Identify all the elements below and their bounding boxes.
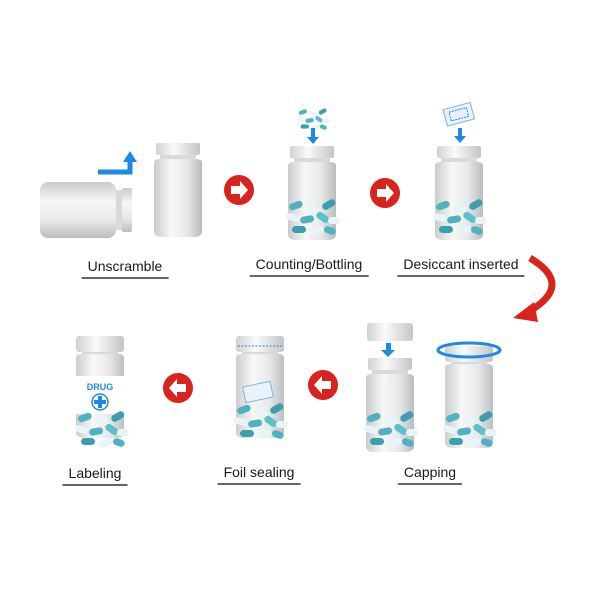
bottle-desiccant <box>435 146 483 240</box>
rotate-arrow-icon <box>436 341 502 359</box>
red-left-arrow-icon <box>308 370 338 400</box>
drug-label-text: DRUG <box>87 382 114 392</box>
curved-arrow-head <box>513 302 538 322</box>
bottle-counting <box>288 146 336 240</box>
upright-bottle <box>154 143 202 237</box>
lying-bottle <box>40 182 132 238</box>
step-label-desiccant: Desiccant inserted <box>397 256 525 277</box>
blue-down-arrow-icon <box>454 128 466 143</box>
step-label-counting: Counting/Bottling <box>249 256 369 277</box>
blue-down-arrow-icon <box>381 343 395 357</box>
desiccant-packet <box>442 101 476 127</box>
medical-cross-icon <box>91 393 109 411</box>
bottle-uncapped <box>366 358 414 452</box>
loose-cap <box>367 323 413 341</box>
red-right-arrow-icon <box>370 178 400 208</box>
red-right-arrow-icon <box>224 175 254 205</box>
cross-shape <box>94 396 106 408</box>
step-label-foil-sealing: Foil sealing <box>217 464 301 485</box>
step-label-unscramble: Unscramble <box>81 258 169 279</box>
step-label-labeling: Labeling <box>62 465 128 486</box>
curved-red-arrow-icon <box>526 254 556 316</box>
falling-capsules <box>296 107 330 131</box>
desiccant-packet <box>242 380 274 404</box>
step-label-capping: Capping <box>397 464 463 485</box>
red-left-arrow-icon <box>163 373 193 403</box>
blue-down-arrow-icon <box>307 128 319 144</box>
blue-arrow-head <box>123 151 137 162</box>
blue-turn-arrow <box>98 160 133 175</box>
